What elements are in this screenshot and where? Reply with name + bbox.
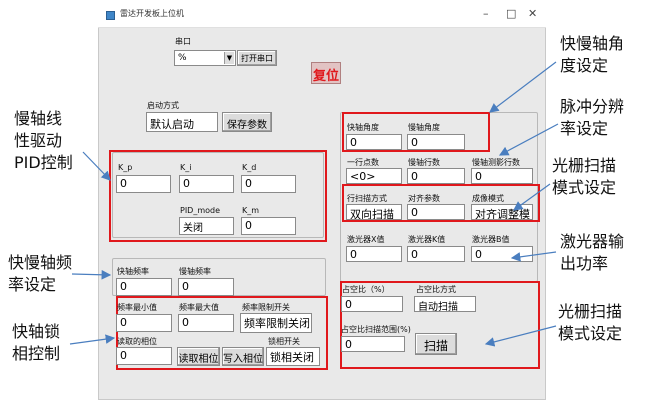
kp-input[interactable]: 0 <box>116 175 171 193</box>
maximize-button[interactable]: □ <box>506 7 517 20</box>
kp-label: K_p <box>118 163 133 172</box>
freq-limit-label: 频率限制开关 <box>242 303 290 312</box>
ki-label: K_i <box>180 163 192 172</box>
arrow-scan-mode <box>513 183 551 211</box>
duty-ratio-input[interactable]: 0 <box>341 296 403 312</box>
km-label: K_m <box>242 206 260 215</box>
points-per-line-input[interactable]: <0> <box>346 168 402 184</box>
freq-min-input[interactable]: 0 <box>116 314 172 332</box>
annotation-pulse: 脉冲分辨率设定 <box>560 97 625 138</box>
annotation-scan-mode-2: 光栅扫描模式设定 <box>558 302 623 343</box>
ki-input[interactable]: 0 <box>179 175 234 193</box>
arrow-pulse <box>498 123 559 156</box>
save-params-button[interactable]: 保存参数 <box>222 112 272 132</box>
arrow-lock <box>69 334 116 345</box>
laser-k-label: 激光器K值 <box>408 235 446 244</box>
pid-group <box>112 152 324 238</box>
duty-mode-select[interactable]: 自动扫描 <box>414 296 476 312</box>
fast-angle-label: 快轴角度 <box>347 123 379 132</box>
align-param-label: 对齐参数 <box>408 194 440 203</box>
slow-freq-input[interactable]: 0 <box>178 278 234 296</box>
arrow-pid <box>82 151 111 181</box>
slow-angle-input[interactable]: 0 <box>407 134 465 150</box>
laser-k-input[interactable]: 0 <box>407 246 465 262</box>
duty-range-input[interactable]: 0 <box>341 336 405 352</box>
duty-highlight-box <box>340 281 540 369</box>
scan-mode-highlight-box <box>342 184 540 222</box>
phase-lock-label: 锁相开关 <box>268 337 300 346</box>
imaging-mode-label: 成像模式 <box>472 194 504 203</box>
write-phase-button[interactable]: 写入相位 <box>222 347 264 366</box>
freq-max-label: 频率最大值 <box>179 303 219 312</box>
reset-button[interactable]: 复位 <box>311 62 341 84</box>
arrow-angle <box>489 61 557 113</box>
window-title: 雷达开发板上位机 <box>120 9 184 18</box>
arrow-freq <box>71 269 112 280</box>
annotation-angle: 快慢轴角度设定 <box>560 34 625 75</box>
km-input[interactable]: 0 <box>241 217 296 235</box>
angle-highlight-box <box>342 112 490 152</box>
duty-mode-label: 占空比方式 <box>416 285 456 294</box>
chevron-down-icon[interactable]: ▼ <box>224 52 234 64</box>
laser-x-input[interactable]: 0 <box>346 246 402 262</box>
duty-ratio-label: 占空比（%） <box>342 285 390 294</box>
annotation-scan-mode: 光栅扫描模式设定 <box>552 156 617 197</box>
phase-lock-toggle[interactable]: 锁相关闭 <box>266 347 320 366</box>
freq-min-label: 频率最小值 <box>117 303 157 312</box>
slow-freq-label: 慢轴频率 <box>179 267 211 276</box>
start-mode-label: 启动方式 <box>147 101 179 110</box>
fast-freq-input[interactable]: 0 <box>116 278 172 296</box>
duty-range-label: 占空比扫描范围(%) <box>341 325 411 334</box>
pid-mode-field[interactable]: 关闭 <box>179 217 234 235</box>
phase-read-field: 0 <box>116 347 172 365</box>
phase-read-label: 读取的相位 <box>117 337 157 346</box>
arrow-scan-mode-2 <box>484 325 557 347</box>
line-scan-select[interactable]: 双向扫描 <box>346 204 402 220</box>
minimize-button[interactable]: – <box>483 7 489 20</box>
serial-label: 串口 <box>175 37 191 46</box>
lock-highlight-box <box>116 296 328 370</box>
kd-input[interactable]: 0 <box>241 175 296 193</box>
start-mode-field[interactable]: 默认启动 <box>146 112 218 132</box>
scan-button[interactable]: 扫描 <box>415 333 457 355</box>
laser-x-label: 激光器X值 <box>347 235 385 244</box>
slow-rows2-label: 慢轴测影行数 <box>472 158 520 167</box>
fast-angle-input[interactable]: 0 <box>346 134 402 150</box>
freq-limit-toggle[interactable]: 频率限制关闭 <box>240 313 312 333</box>
line-scan-label: 行扫描方式 <box>347 194 387 203</box>
read-phase-button[interactable]: 读取相位 <box>177 347 220 366</box>
fast-freq-label: 快轴频率 <box>117 267 149 276</box>
pid-highlight-box <box>109 150 327 242</box>
freq-max-input[interactable]: 0 <box>178 314 234 332</box>
slow-rows2-input[interactable]: 0 <box>471 168 533 184</box>
arrow-laser <box>510 251 557 262</box>
serial-port-value: % <box>178 53 187 63</box>
slow-rows-input[interactable]: 0 <box>407 168 465 184</box>
app-icon <box>106 11 115 20</box>
align-param-input[interactable]: 0 <box>407 204 465 220</box>
pid-mode-label: PID_mode <box>180 206 221 215</box>
open-serial-button[interactable]: 打开串口 <box>237 50 277 66</box>
annotation-laser: 激光器输出功率 <box>560 232 625 273</box>
slow-angle-label: 慢轴角度 <box>408 123 440 132</box>
points-per-line-label: 一行点数 <box>347 158 379 167</box>
title-bar <box>98 4 546 28</box>
laser-b-label: 激光器B值 <box>472 235 510 244</box>
close-button[interactable]: ✕ <box>528 7 538 20</box>
kd-label: K_d <box>242 163 257 172</box>
serial-port-select[interactable]: % ▼ <box>174 50 236 66</box>
slow-rows-label: 慢轴行数 <box>408 158 440 167</box>
annotation-freq: 快慢轴频率设定 <box>8 253 73 294</box>
annotation-lock: 快轴锁相控制 <box>12 322 61 363</box>
